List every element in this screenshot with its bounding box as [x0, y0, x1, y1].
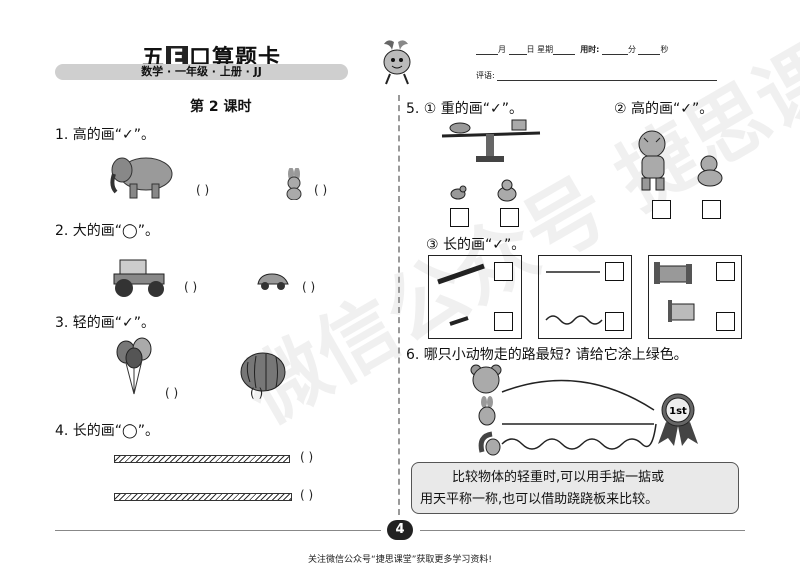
tip-line-1: 比较物体的轻重时,可以用手掂一掂或 — [452, 470, 665, 485]
bear-icon — [470, 364, 502, 394]
balance-scale-icon — [441, 119, 541, 162]
eval-row: 评语: — [476, 70, 718, 81]
minute-label: 分 — [627, 45, 636, 54]
weekday-label: 星期 — [537, 45, 554, 54]
answer-checkbox[interactable] — [605, 312, 624, 331]
answer-paren[interactable]: ( ) — [196, 183, 210, 197]
puppy-icon — [697, 155, 723, 187]
tip-box: 比较物体的轻重时,可以用手掂一掂或 用天平称一称,也可以借助跷跷板来比较。 — [411, 462, 739, 514]
day-label: 日 — [526, 45, 535, 54]
question-3: 3. 轻的画“✓”。 — [55, 315, 156, 331]
line-shapes — [545, 271, 603, 325]
month-label: 月 — [498, 45, 506, 54]
answer-checkbox[interactable] — [702, 200, 721, 219]
rabbit-icon — [478, 396, 496, 426]
question-5-3: ③ 长的画“✓”。 — [426, 237, 526, 253]
answer-paren[interactable]: ( ) — [302, 280, 316, 294]
day-blank[interactable] — [508, 44, 527, 55]
squirrel-icon — [478, 431, 501, 456]
answer-checkbox[interactable] — [494, 312, 513, 331]
footer-text: 关注微信公众号“捷思课堂”获取更多学习资料! — [308, 555, 492, 565]
answer-checkbox[interactable] — [716, 312, 735, 331]
answer-checkbox[interactable] — [716, 262, 735, 281]
column-divider — [398, 95, 400, 515]
answer-paren[interactable]: ( ) — [250, 386, 264, 400]
panel-lines — [538, 255, 632, 339]
bird-icon — [450, 185, 467, 200]
panel-pencils — [428, 255, 522, 339]
elephant-icon — [110, 157, 173, 199]
answer-paren[interactable]: ( ) — [314, 183, 328, 197]
question-1: 1. 高的画“✓”。 — [55, 127, 156, 143]
answer-paren[interactable]: ( ) — [300, 450, 314, 464]
rabbit-icon — [286, 168, 302, 200]
balloons-icon — [116, 337, 152, 395]
question-6: 6. 哪只小动物走的路最短? 请给它涂上绿色。 — [406, 347, 688, 363]
path-lines — [501, 379, 657, 450]
answer-checkbox[interactable] — [605, 262, 624, 281]
footer-rule-right — [420, 530, 745, 531]
weekday-blank[interactable] — [553, 44, 576, 55]
second-blank[interactable] — [638, 44, 661, 55]
subject-bar: 数学 · 一年级 · 上册 · JJ — [55, 64, 348, 80]
medal-icon: 1st — [658, 393, 698, 446]
answer-checkbox[interactable] — [500, 208, 519, 227]
lesson-title: 第 2 课时 — [190, 99, 252, 115]
question-4: 4. 长的画“◯”。 — [55, 423, 159, 439]
minute-blank[interactable] — [601, 44, 628, 55]
bed-icon — [654, 262, 695, 322]
second-label: 秒 — [660, 45, 669, 54]
tip-line-2: 用天平称一称,也可以借助跷跷板来比较。 — [420, 492, 659, 507]
date-row: 月 日 星期 用时: 分 秒 — [476, 44, 668, 55]
eval-label: 评语: — [476, 71, 495, 80]
turnip-mascot-icon — [383, 40, 411, 85]
question-5-1: 5. ① 重的画“✓”。 — [406, 101, 524, 117]
tractor-icon — [113, 259, 165, 297]
answer-checkbox[interactable] — [450, 208, 469, 227]
question-2: 2. 大的画“◯”。 — [55, 223, 159, 239]
pencil-icon — [437, 263, 485, 326]
question-5-2: ② 高的画“✓”。 — [614, 101, 714, 117]
answer-paren[interactable]: ( ) — [300, 488, 314, 502]
time-label: 用时: — [580, 45, 600, 54]
medal-text: 1st — [669, 406, 687, 417]
answer-checkbox[interactable] — [652, 200, 671, 219]
long-bar-shape — [114, 455, 290, 463]
eval-blank[interactable] — [497, 70, 718, 81]
answer-paren[interactable]: ( ) — [165, 386, 179, 400]
cat-icon — [497, 179, 517, 202]
small-car-icon — [257, 273, 289, 290]
short-bar-shape — [114, 493, 292, 501]
watermelon-icon — [240, 352, 286, 392]
panel-beds — [648, 255, 742, 339]
answer-checkbox[interactable] — [494, 262, 513, 281]
answer-paren[interactable]: ( ) — [184, 280, 198, 294]
month-blank[interactable] — [476, 44, 498, 55]
footer-rule-left — [55, 530, 381, 531]
tiger-icon — [638, 130, 666, 191]
page-number: 4 — [387, 520, 413, 540]
